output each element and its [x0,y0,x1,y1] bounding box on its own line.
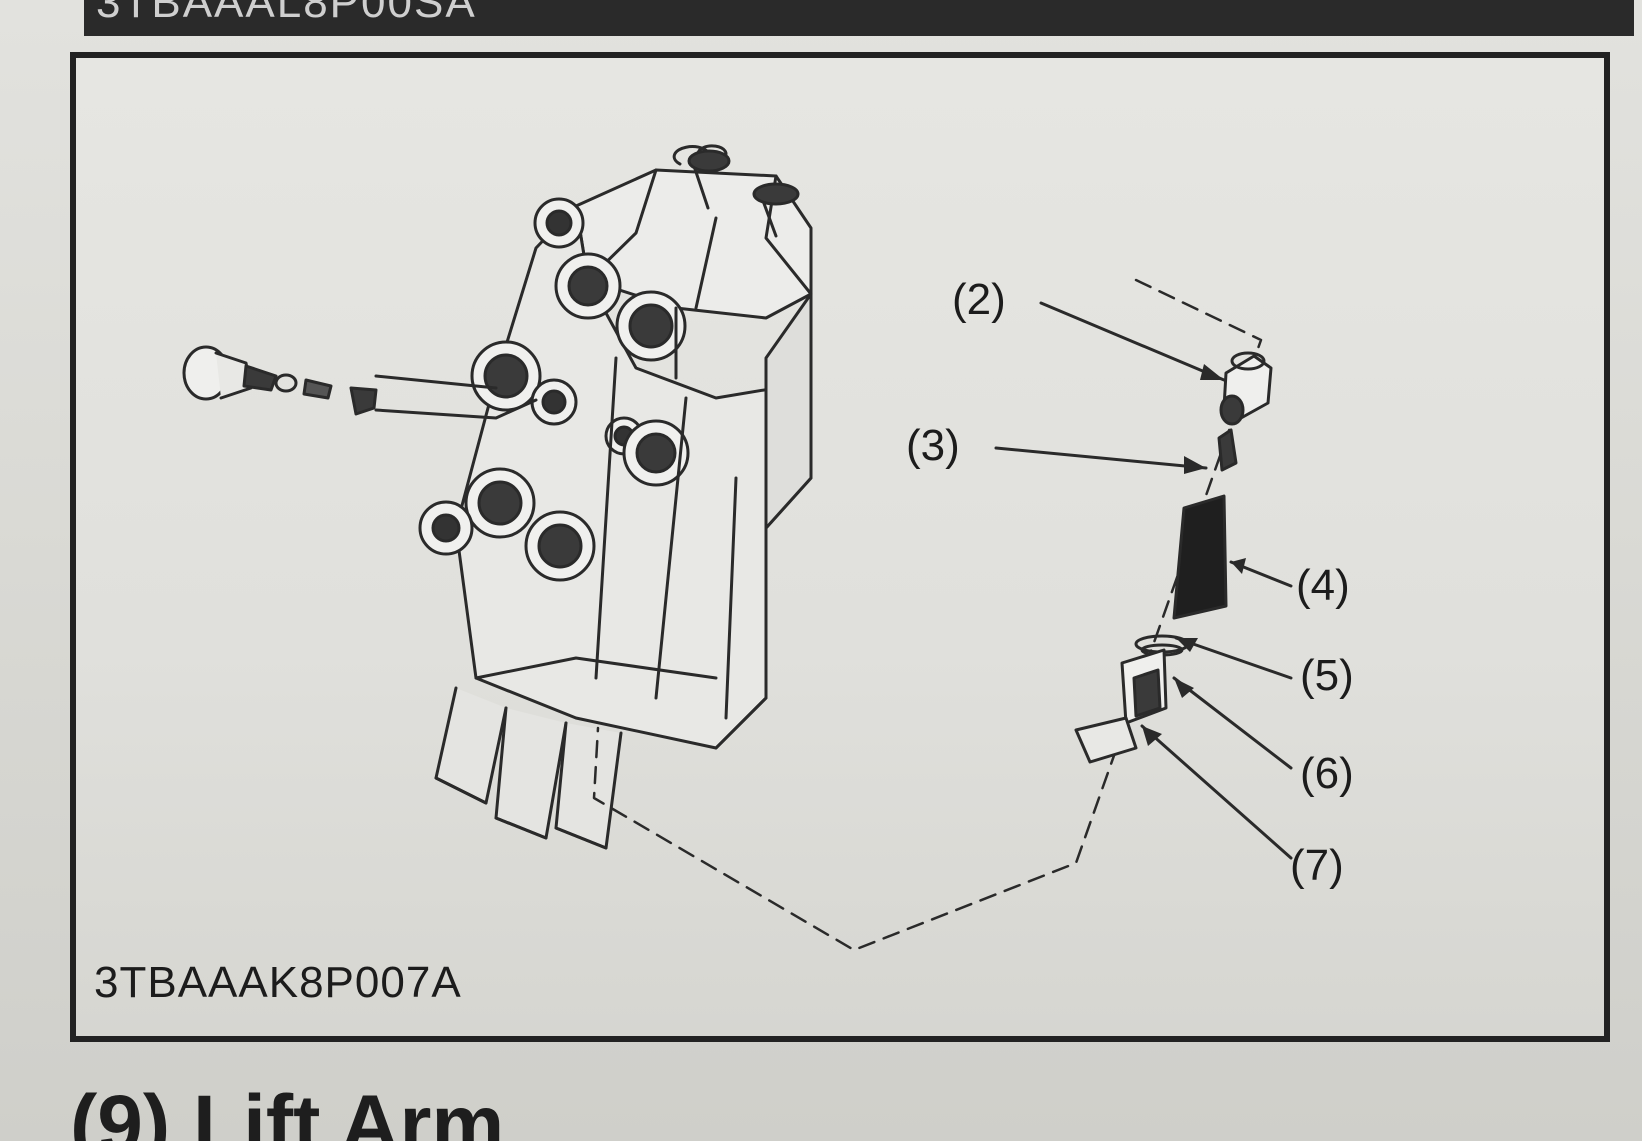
previous-figure-code: 3TBAAAL8P00SA [96,0,477,27]
figure-frame: (2) (3) (4) (5) (6) (7) 3TBAAAK8P007A [70,52,1610,1042]
callout-4: (4) [1296,561,1350,610]
section-heading: (9) Lift Arm [70,1079,505,1141]
dashed-guide-line [592,278,1263,952]
control-valve-body [418,144,813,850]
check-valve-parts [182,345,538,420]
callout-7: (7) [1290,841,1344,890]
figure-code: 3TBAAAK8P007A [94,958,462,1007]
valve-diagram [182,144,1293,952]
leader-lines [994,301,1293,860]
relief-valve-parts [1074,351,1273,764]
callout-6: (6) [1300,749,1354,798]
callout-2: (2) [952,275,1006,324]
previous-figure-strip: 3TBAAAL8P00SA [84,0,1634,36]
callout-3: (3) [906,421,960,470]
callout-5: (5) [1300,651,1354,700]
